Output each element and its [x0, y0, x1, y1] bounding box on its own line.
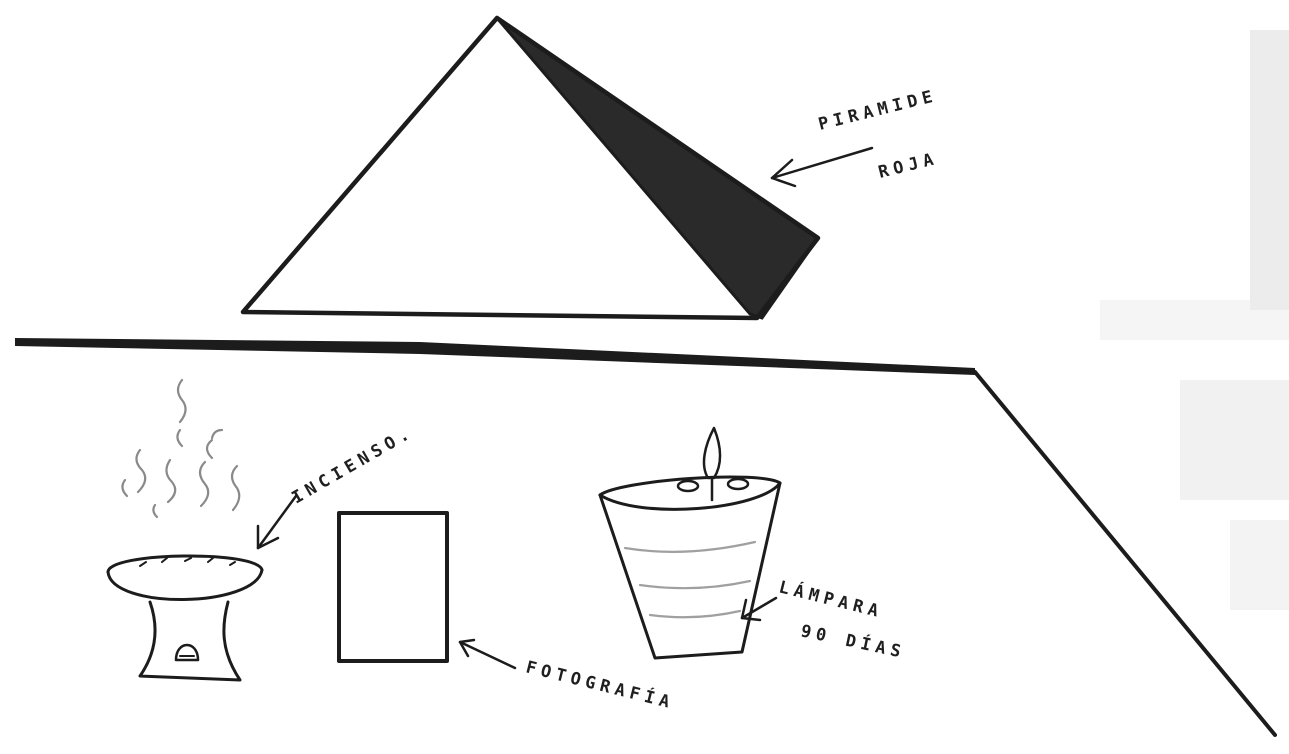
lamp-flame: [704, 428, 720, 478]
incense-burner: [108, 556, 262, 680]
pyramid-dark-face: [497, 18, 818, 318]
pyramid-label-line2: ROJA: [876, 149, 940, 183]
pyramid-arrow: [772, 148, 872, 186]
incense-label: INCIENSO.: [289, 422, 418, 508]
pyramid-label-line1: PIRAMIDE: [816, 86, 939, 135]
photograph-label: FOTOGRAFÍA: [524, 656, 677, 714]
photograph-arrow: [460, 640, 515, 668]
altar-table-edge: [15, 338, 1275, 735]
incense-arrow: [258, 496, 296, 548]
page-margin-shading: [1100, 30, 1289, 610]
ninety-day-lamp: [600, 428, 780, 658]
lamp-arrow: [742, 598, 776, 620]
incense-smoke: [122, 380, 239, 517]
photograph-frame: [339, 513, 447, 661]
lamp-label-line2: 90 DÍAS: [799, 619, 908, 663]
red-pyramid: [243, 18, 818, 318]
shelf-top-edge: [15, 338, 975, 375]
lamp-label-line1: LÁMPARA: [777, 576, 886, 623]
